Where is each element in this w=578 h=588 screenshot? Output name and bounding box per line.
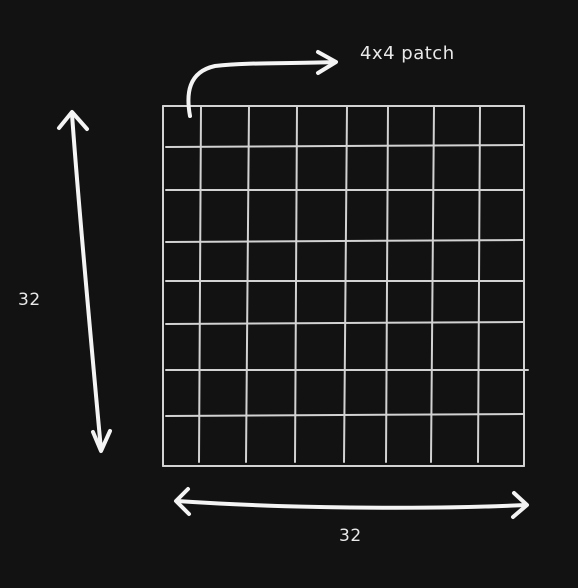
grid-line-vertical bbox=[430, 105, 435, 463]
height-arrow-line bbox=[70, 112, 103, 452]
width-arrow-right-head bbox=[511, 491, 529, 519]
width-arrow-line bbox=[175, 499, 528, 510]
grid-line-vertical bbox=[198, 105, 202, 463]
grid-line-horizontal bbox=[165, 413, 525, 417]
patch-grid bbox=[162, 105, 529, 467]
width-dimension-label: 32 bbox=[339, 526, 362, 546]
grid-line-horizontal bbox=[165, 239, 525, 243]
patch-label: 4x4 patch bbox=[360, 43, 455, 64]
height-arrow-top-head bbox=[57, 110, 89, 131]
grid-line-horizontal bbox=[165, 144, 525, 148]
width-arrow-left-head bbox=[174, 487, 191, 516]
height-dimension-label: 32 bbox=[18, 290, 41, 310]
patch-pointer-arrowhead bbox=[316, 50, 338, 75]
grid-line-vertical bbox=[294, 105, 298, 463]
grid-line-vertical bbox=[477, 105, 481, 463]
grid-line-horizontal bbox=[165, 321, 525, 325]
height-arrow-bottom-head bbox=[91, 429, 112, 453]
patch-pointer-arrow bbox=[186, 60, 335, 118]
grid-line-vertical bbox=[343, 105, 348, 463]
grid-line-vertical bbox=[245, 105, 250, 463]
grid-line-vertical bbox=[385, 105, 389, 463]
